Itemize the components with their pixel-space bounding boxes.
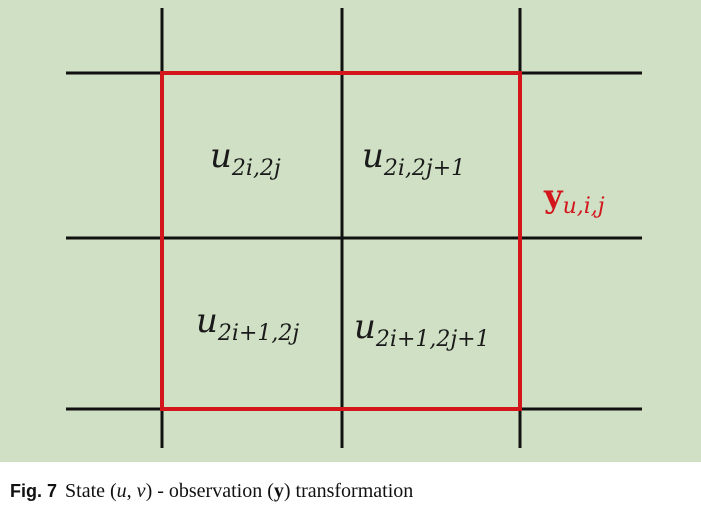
figure-number: Fig. 7 [10, 481, 58, 501]
cell-label-top-right: u2i,2j+1 [362, 136, 465, 181]
observation-box [160, 71, 522, 411]
caption-text: , [126, 480, 137, 502]
cell-label-main: u [362, 136, 384, 176]
observation-label-main: y [543, 177, 564, 215]
cell-label-bottom-right: u2i+1,2j+1 [354, 307, 490, 352]
cell-label-main: u [196, 301, 218, 341]
cell-label-sub: 2i+1,2j+1 [375, 327, 490, 352]
cell-label-sub: 2i+1,2j [217, 321, 299, 346]
caption-text: State ( [65, 480, 117, 502]
caption-var-u: u [116, 480, 127, 502]
cell-label-main: u [210, 136, 232, 176]
grid-diagram: u2i,2j u2i,2j+1 u2i+1,2j u2i+1,2j+1 yu,i… [66, 8, 642, 448]
cell-label-top-left: u2i,2j [210, 136, 281, 181]
caption-var-y: y [273, 480, 284, 502]
diagram-panel: u2i,2j u2i,2j+1 u2i+1,2j u2i+1,2j+1 yu,i… [0, 0, 701, 462]
caption-text: ) transformation [283, 480, 414, 502]
caption-text: ) - observation ( [145, 480, 274, 502]
observation-label-sub: u,i,j [563, 194, 605, 219]
caption-var-v: v [136, 480, 146, 502]
cell-label-bottom-left: u2i+1,2j [196, 301, 299, 346]
cell-label-sub: 2i,2j+1 [383, 156, 465, 181]
figure-caption: Fig. 7 State (u, v) - observation (y) tra… [10, 480, 700, 503]
observation-label: yu,i,j [543, 177, 605, 219]
cell-label-main: u [354, 307, 376, 347]
cell-label-sub: 2i,2j [231, 156, 281, 181]
